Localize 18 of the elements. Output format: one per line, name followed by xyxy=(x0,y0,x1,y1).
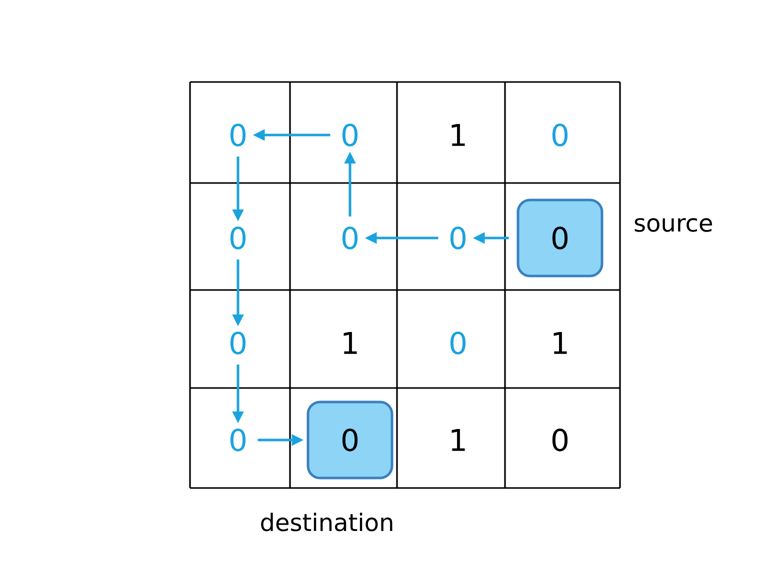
highlighted-cell: 0 xyxy=(516,198,604,278)
cell-digit: 0 xyxy=(450,332,466,354)
cell-digit: 1 xyxy=(344,332,357,354)
highlighted-cell: 0 xyxy=(306,400,394,480)
cell-digit: 0 xyxy=(230,428,246,452)
cell-digit: 1 xyxy=(452,429,465,451)
cell-digit: 0 xyxy=(552,124,568,146)
cell-digit: 0 xyxy=(450,226,466,250)
cell-digit: 1 xyxy=(452,124,465,146)
cell-digit: 0 xyxy=(342,124,358,146)
cell-digit: 1 xyxy=(554,332,567,354)
cell-digit: 0 xyxy=(342,226,358,250)
cell-digit: 0 xyxy=(552,428,568,452)
cell-digit: 0 xyxy=(230,332,246,354)
beside-label: destination xyxy=(261,512,392,532)
cell-digit: 0 xyxy=(230,124,246,146)
cell-digit: 0 xyxy=(230,226,246,250)
beside-label: source xyxy=(634,218,712,232)
